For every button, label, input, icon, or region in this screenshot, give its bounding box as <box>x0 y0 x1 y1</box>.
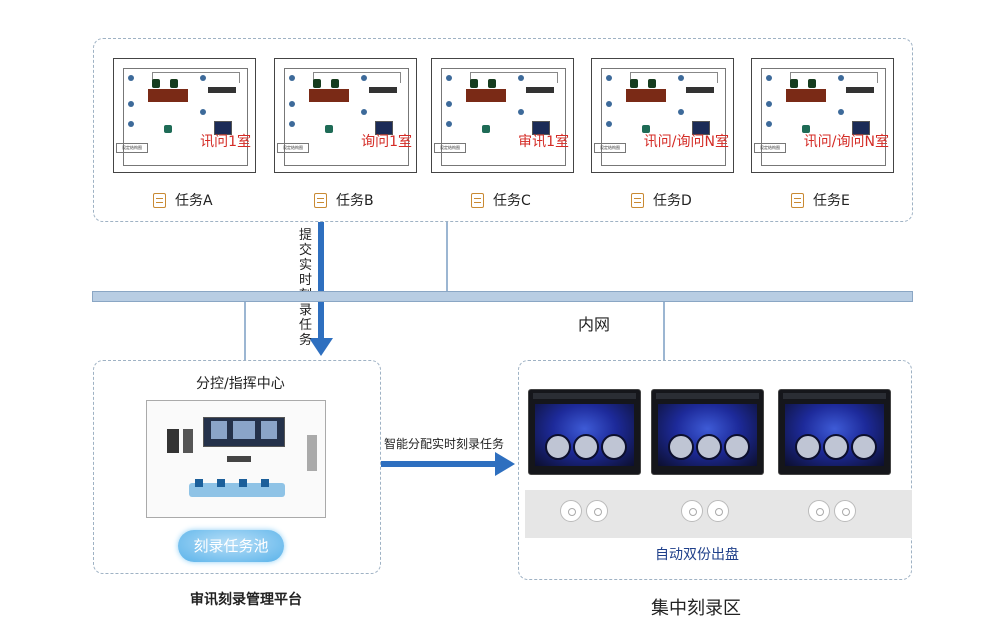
rooms-to-network-line <box>446 222 448 292</box>
network-to-control-line <box>244 302 246 360</box>
room-floorplan: 设定结构图 询问1室 <box>274 58 417 173</box>
room-legend: 设定结构图 <box>594 143 626 153</box>
submit-arrow <box>318 222 324 344</box>
interrogation-rooms-group <box>93 38 913 222</box>
room-legend: 设定结构图 <box>116 143 148 153</box>
control-center-group <box>93 360 381 574</box>
room-floorplan: 设定结构图 讯问1室 <box>113 58 256 173</box>
task-label: 任务E <box>813 193 850 209</box>
network-to-burn-line <box>663 302 665 360</box>
room-floorplan: 设定结构图 讯问/询问N室 <box>751 58 894 173</box>
burn-zone-group <box>518 360 912 580</box>
task-label: 任务B <box>336 193 374 209</box>
task-document-icon <box>471 192 484 208</box>
disc <box>707 500 729 522</box>
room-floorplan: 设定结构图 讯问/询问N室 <box>591 58 734 173</box>
task-label: 任务A <box>175 193 213 209</box>
double-output-label: 自动双份出盘 <box>655 547 739 563</box>
network-label: 内网 <box>578 315 611 334</box>
task-label: 任务D <box>653 193 692 209</box>
room-label: 审讯1室 <box>518 134 569 150</box>
task-document-icon <box>314 192 327 208</box>
task-document-icon <box>153 192 166 208</box>
task-item: 任务D <box>631 190 692 210</box>
disc <box>808 500 830 522</box>
room-label: 讯问/询问N室 <box>643 134 729 150</box>
disc <box>560 500 582 522</box>
room-label: 询问1室 <box>361 134 412 150</box>
task-label: 任务C <box>493 193 531 209</box>
task-document-icon <box>791 192 804 208</box>
control-room-illustration <box>146 400 326 518</box>
dispatch-arrow-head <box>495 452 515 476</box>
submit-label: 提交实时刻录任务 <box>299 228 313 348</box>
task-document-icon <box>631 192 644 208</box>
task-item: 任务A <box>153 190 213 210</box>
dispatch-label: 智能分配实时刻录任务 <box>384 437 505 451</box>
disc <box>586 500 608 522</box>
disc <box>681 500 703 522</box>
room-legend: 设定结构图 <box>277 143 309 153</box>
room-legend: 设定结构图 <box>754 143 786 153</box>
control-center-title: 分控/指挥中心 <box>196 376 285 392</box>
burn-zone-label: 集中刻录区 <box>651 598 741 619</box>
platform-label: 审讯刻录管理平台 <box>190 592 302 608</box>
disc-burner <box>778 389 891 475</box>
disc <box>834 500 856 522</box>
submit-arrow-head <box>309 338 333 356</box>
room-floorplan: 设定结构图 审讯1室 <box>431 58 574 173</box>
disc-burner <box>651 389 764 475</box>
task-item: 任务E <box>791 190 850 210</box>
task-item: 任务B <box>314 190 374 210</box>
burn-task-pool: 刻录任务池 <box>178 530 284 562</box>
task-item: 任务C <box>471 190 531 210</box>
disc-burner <box>528 389 641 475</box>
room-legend: 设定结构图 <box>434 143 466 153</box>
room-label: 讯问1室 <box>200 134 251 150</box>
dispatch-arrow <box>381 461 497 467</box>
intranet-bus <box>92 291 913 302</box>
room-label: 讯问/询问N室 <box>803 134 889 150</box>
